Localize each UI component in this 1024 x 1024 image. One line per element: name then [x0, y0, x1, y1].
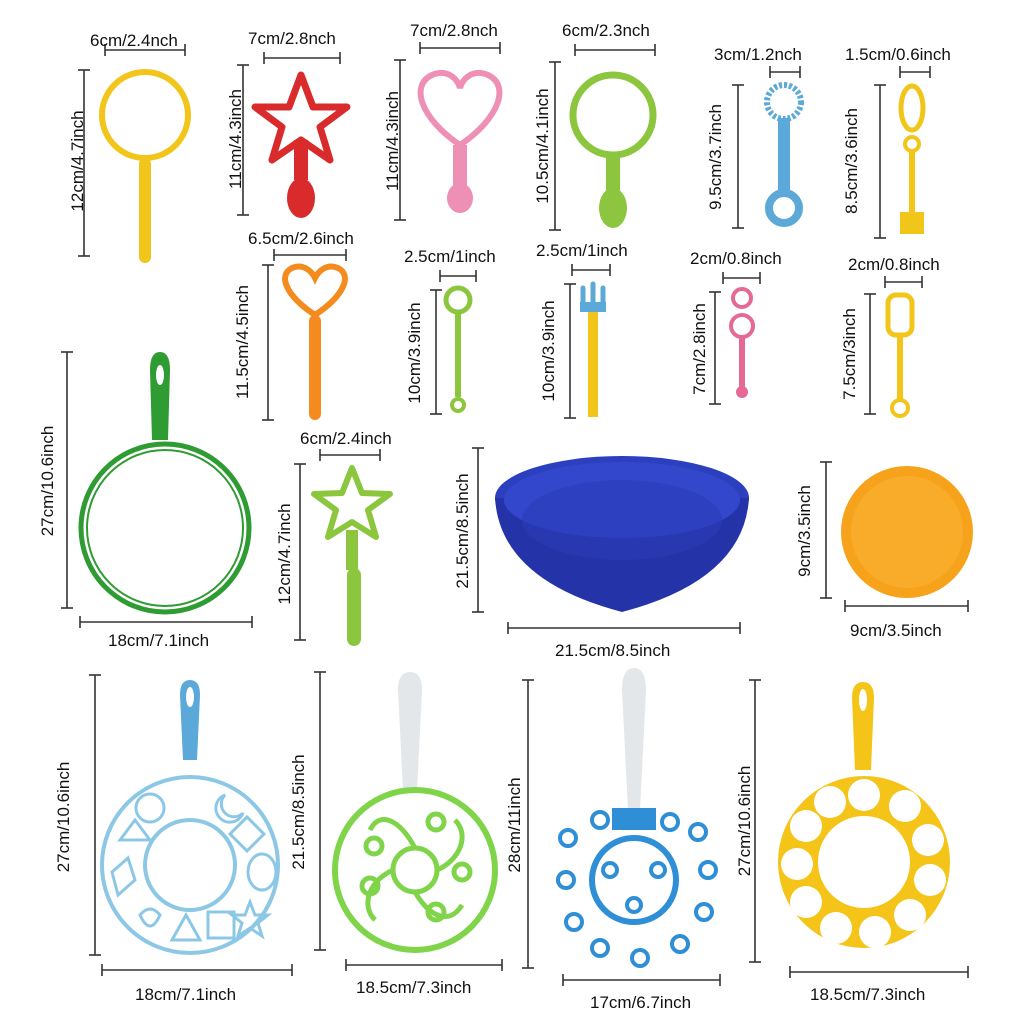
- width-label: 2cm/0.8inch: [848, 255, 940, 274]
- dimension-lines: [61, 42, 969, 986]
- width-label: 21.5cm/8.5inch: [555, 641, 671, 660]
- pink-double-loop-stick: [729, 287, 755, 398]
- blue-claw-stick: [580, 281, 606, 417]
- height-label: 8.5cm/3.6inch: [842, 108, 861, 214]
- width-label: 17cm/6.7inch: [590, 993, 692, 1012]
- height-label: 11cm/4.3inch: [383, 91, 402, 191]
- orange-disc: [841, 466, 973, 598]
- height-label: 12cm/4.7inch: [275, 503, 294, 605]
- height-label: 27cm/10.6inch: [735, 765, 754, 877]
- width-label: 7cm/2.8nch: [248, 29, 336, 48]
- width-label: 1.5cm/0.6inch: [845, 45, 951, 64]
- height-label: 10.5cm/4.1inch: [533, 88, 552, 204]
- lime-ring-wand: [569, 71, 657, 228]
- big-green-ring-wand: [78, 352, 252, 615]
- width-label: 6cm/2.4nch: [90, 31, 178, 50]
- height-label: 7.5cm/3inch: [840, 308, 859, 400]
- flower-ring-wand: [556, 668, 718, 968]
- width-label: 3cm/1.2nch: [714, 45, 802, 64]
- yellow-ring-wand: [99, 69, 191, 263]
- height-label: 10cm/3.9inch: [539, 300, 558, 402]
- pink-heart-wand: [417, 69, 503, 213]
- yellow-rect-loop-stick: [885, 292, 915, 418]
- width-label: 6cm/2.3nch: [562, 21, 650, 40]
- swirl-ring-wand: [332, 672, 498, 953]
- width-label: 6.5cm/2.6inch: [248, 229, 354, 248]
- red-star-wand: [251, 71, 351, 218]
- width-label: 2.5cm/1inch: [536, 241, 628, 260]
- width-label: 2.5cm/1inch: [404, 247, 496, 266]
- width-label: 7cm/2.8nch: [410, 21, 498, 40]
- width-label: 9cm/3.5inch: [850, 621, 942, 640]
- green-loop-stick: [443, 285, 473, 413]
- width-label: 18.5cm/7.3inch: [356, 978, 472, 997]
- height-label: 12cm/4.7inch: [68, 110, 87, 212]
- lime-star-wand: [311, 465, 393, 646]
- height-label: 27cm/10.6inch: [54, 761, 73, 873]
- blue-tray: [495, 456, 749, 612]
- width-label: 18.5cm/7.3inch: [810, 985, 926, 1004]
- height-label: 21.5cm/8.5inch: [289, 754, 308, 870]
- height-label: 9cm/3.5inch: [795, 485, 814, 577]
- circles-ring-wand: [778, 682, 950, 948]
- width-label: 18cm/7.1inch: [135, 985, 237, 1004]
- yellow-oval-wand: [898, 83, 926, 234]
- height-label: 7cm/2.8inch: [690, 303, 709, 395]
- orange-heart-wand: [282, 263, 348, 420]
- blue-double-ring-wand: [764, 82, 804, 227]
- height-label: 11cm/4.3inch: [226, 89, 245, 189]
- height-label: 28cm/11inch: [505, 777, 524, 873]
- height-label: 11.5cm/4.5inch: [233, 284, 252, 400]
- width-label: 18cm/7.1inch: [108, 631, 210, 650]
- height-label: 21.5cm/8.5inch: [453, 473, 472, 589]
- width-label: 6cm/2.4inch: [300, 429, 392, 448]
- width-label: 2cm/0.8inch: [690, 249, 782, 268]
- height-label: 10cm/3.9inch: [405, 302, 424, 404]
- shapes-ring-wand: [100, 680, 280, 955]
- height-label: 27cm/10.6inch: [38, 425, 57, 537]
- height-label: 9.5cm/3.7inch: [706, 104, 725, 210]
